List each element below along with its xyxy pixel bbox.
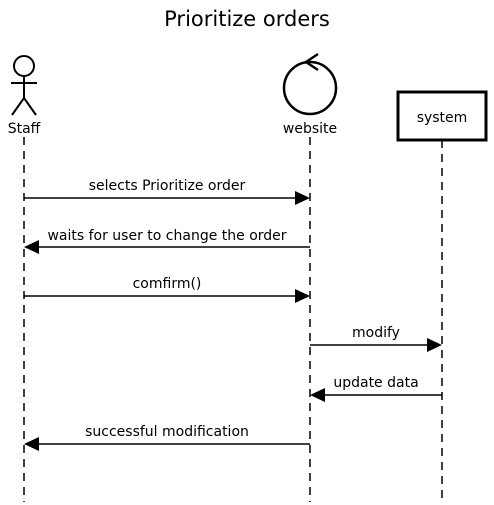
participant-label-system: system xyxy=(417,110,468,126)
message-label: comfirm() xyxy=(133,276,202,292)
message-3: comfirm() xyxy=(24,276,310,303)
message-label: successful modification xyxy=(85,424,249,440)
message-label: selects Prioritize order xyxy=(89,178,246,194)
message-2: waits for user to change the order xyxy=(24,228,310,254)
message-6: successful modification xyxy=(24,424,310,451)
participant-label-website: website xyxy=(283,121,337,137)
message-4: modify xyxy=(310,325,442,352)
message-label: update data xyxy=(333,375,418,391)
message-label: modify xyxy=(352,325,400,341)
website-control-icon xyxy=(282,52,338,116)
message-1: selects Prioritize order xyxy=(24,178,310,205)
system-box xyxy=(396,90,488,142)
message-label: waits for user to change the order xyxy=(47,228,286,244)
diagram-title: Prioritize orders xyxy=(164,7,330,31)
participant-label-staff: Staff xyxy=(8,121,41,137)
staff-actor-icon xyxy=(11,55,37,116)
message-5: update data xyxy=(310,375,442,402)
